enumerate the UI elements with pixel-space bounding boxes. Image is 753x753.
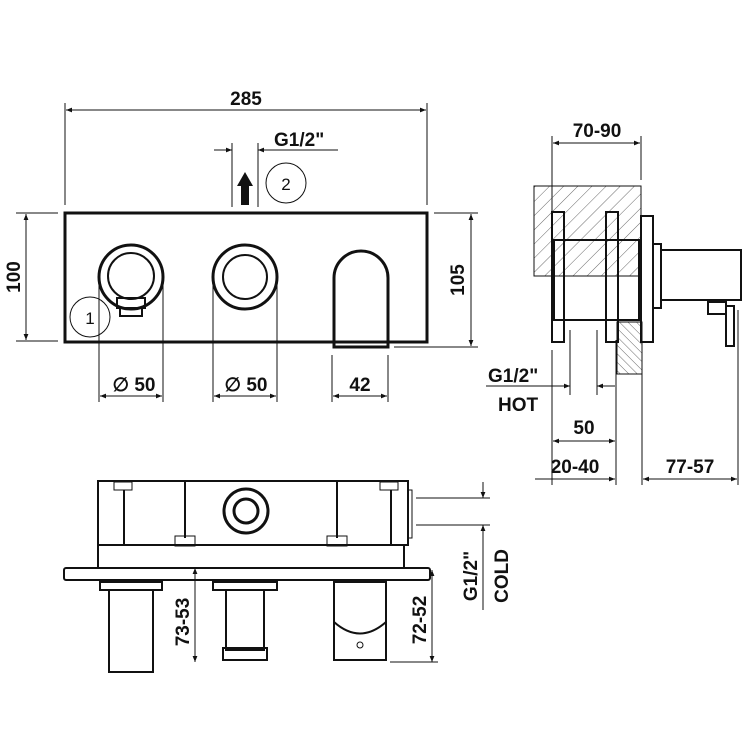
dim-height-right: 105 [448,264,469,296]
dim-wall-depth: 70-90 [573,121,622,142]
side-view: 70-90 G1/2" HOT 50 20-40 77-57 [486,121,742,485]
label-cold: COLD [492,549,513,603]
dim-body-width: 50 [573,418,594,439]
wall-section [533,185,642,277]
label-hot: HOT [498,395,539,416]
dim-spout-projection: 72-52 [410,596,431,645]
callout-2: 2 [281,175,290,194]
dim-embed-range: 20-40 [551,457,600,478]
spout [332,249,390,349]
dim-outlet-size: G1/2" [274,130,324,151]
plate-edge [63,567,431,581]
flow-arrow-icon [237,172,253,205]
dim-hot-inlet-size: G1/2" [488,366,538,387]
front-plate [63,211,429,344]
front-view: 285 G1/2" 2 1 100 105 [4,89,478,402]
dim-knob2-diameter: ∅ 50 [225,375,268,396]
dim-spout-width: 42 [349,375,370,396]
dim-cold-inlet-size: G1/2" [461,551,482,601]
dim-knob1-diameter: ∅ 50 [113,375,156,396]
dim-projection-range: 77-57 [666,457,715,478]
bottom-view: 73-53 72-52 G1/2" COLD [63,480,513,673]
callout-1: 1 [85,309,94,328]
dim-knob-projection: 73-53 [173,598,194,647]
dim-overall-width: 285 [230,89,262,110]
dim-height-left: 100 [4,261,25,293]
